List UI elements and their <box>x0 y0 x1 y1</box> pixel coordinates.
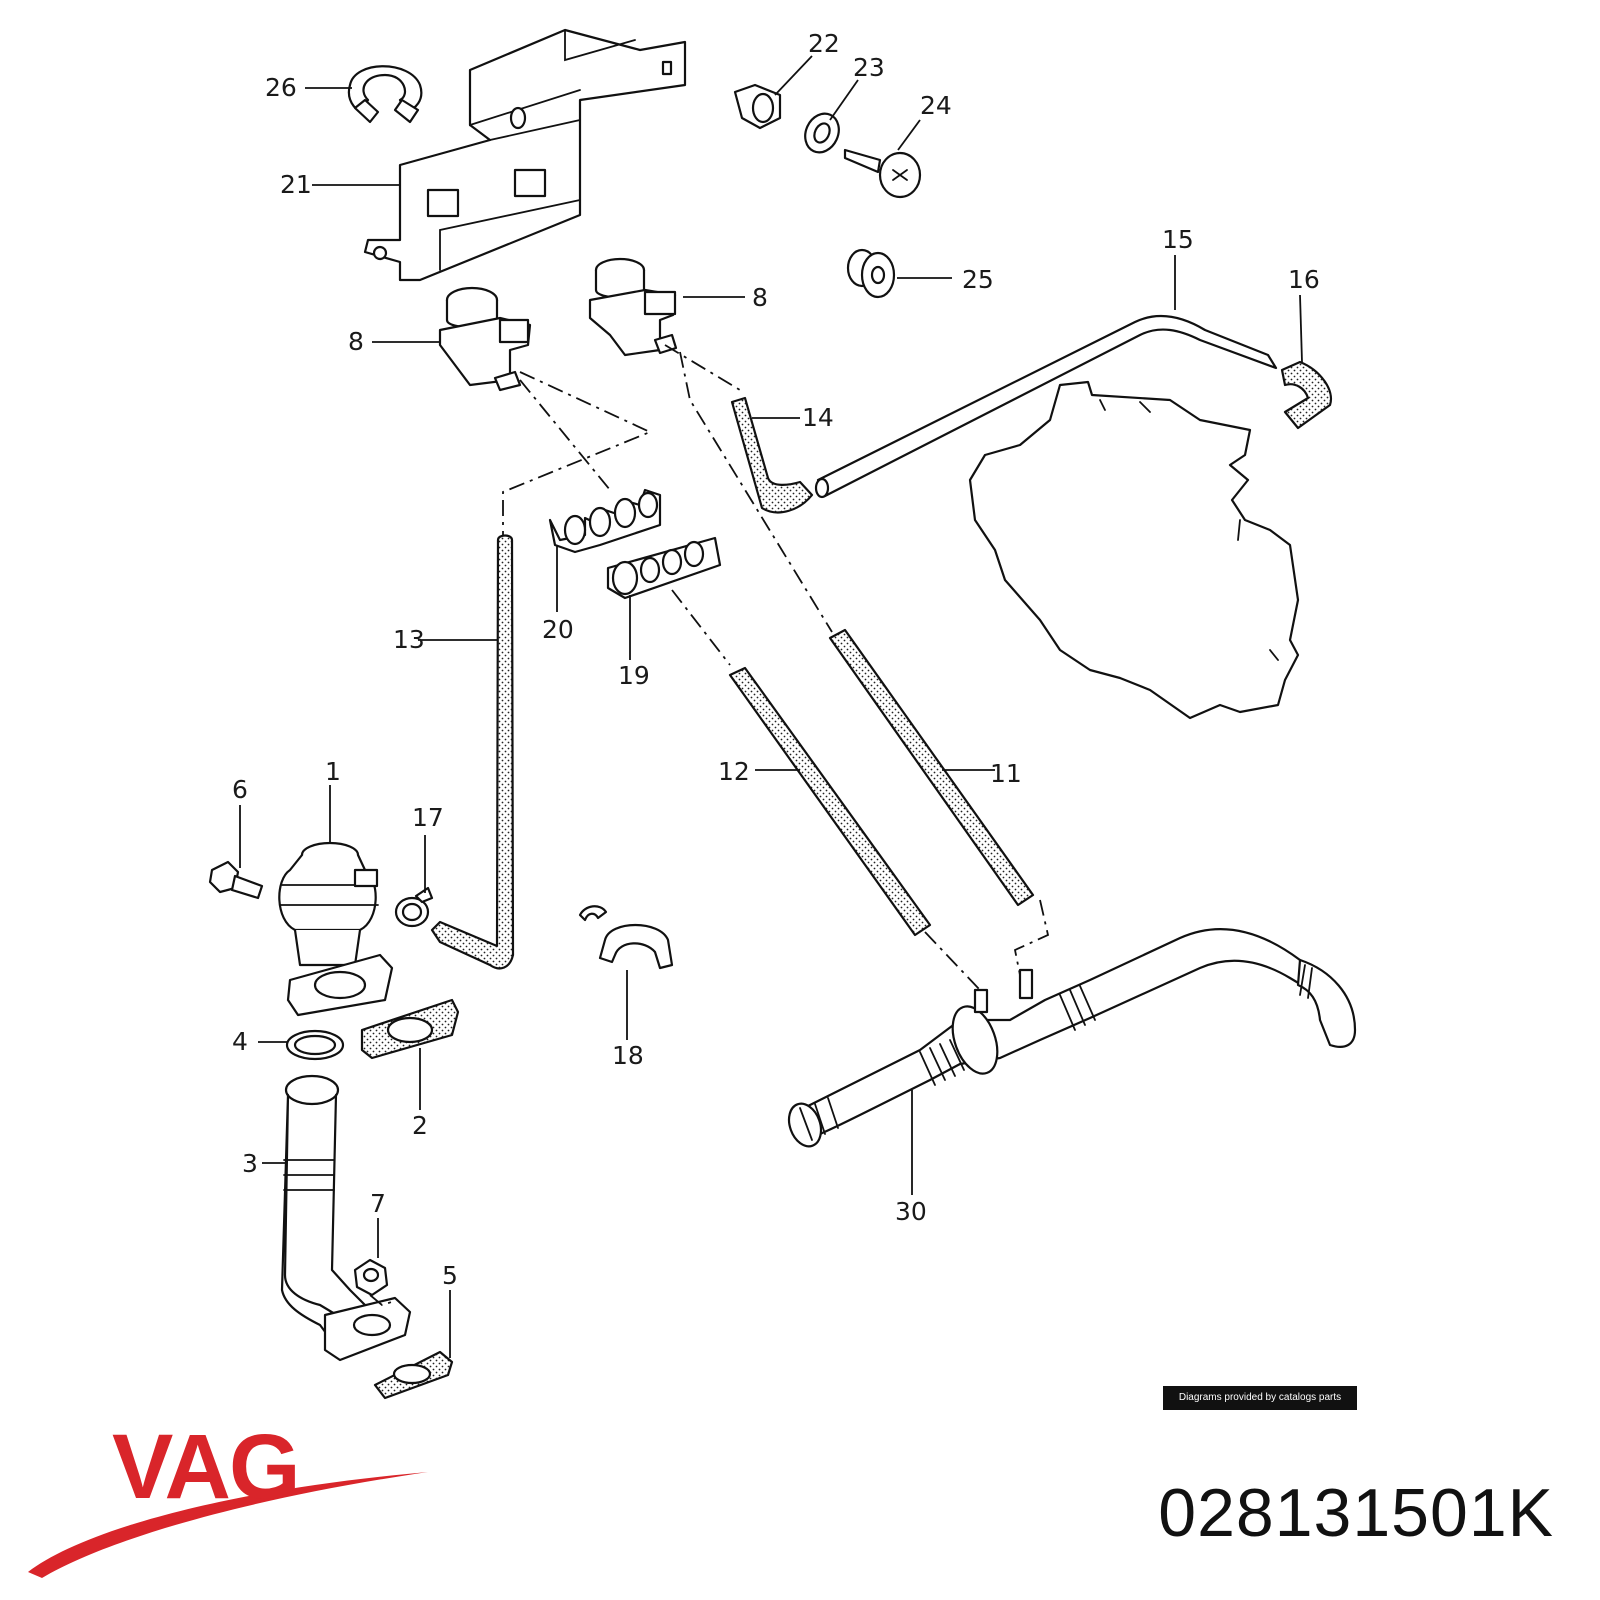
callout-12: 12 <box>718 757 750 786</box>
part-2-gasket <box>360 998 460 1060</box>
callout-11: 11 <box>990 759 1022 788</box>
part-19-hose-clamp <box>606 536 722 600</box>
callout-3: 3 <box>242 1149 258 1178</box>
part-12-hose <box>728 666 932 937</box>
part-24-screw <box>843 148 922 199</box>
part-3-pipe <box>280 1074 412 1362</box>
part-23-washer <box>804 112 840 154</box>
part-21-bracket <box>363 28 687 282</box>
callout-8-left: 8 <box>348 327 364 356</box>
part-5-gasket <box>373 1350 454 1400</box>
leader-lines <box>239 55 1303 1358</box>
part-13-hose <box>430 534 515 970</box>
callout-21: 21 <box>280 170 312 199</box>
part-1-egr-valve <box>278 841 394 1017</box>
part-6-bolt <box>208 860 264 900</box>
part-25-grommet <box>846 248 896 299</box>
callout-24: 24 <box>920 91 952 120</box>
part-17-hose-clamp <box>394 886 434 928</box>
callout-2: 2 <box>412 1111 428 1140</box>
part-8-valve-left <box>438 286 532 392</box>
part-22-grommet <box>733 83 782 130</box>
callout-15: 15 <box>1162 225 1194 254</box>
callout-labels: 26 21 22 23 24 25 15 16 8 8 14 13 20 19 … <box>232 29 1320 1290</box>
callout-20: 20 <box>542 615 574 644</box>
callout-17: 17 <box>412 803 444 832</box>
callout-25: 25 <box>962 265 994 294</box>
callout-7: 7 <box>370 1189 386 1218</box>
engine-outline <box>968 380 1300 720</box>
vag-logo-text: VAG <box>112 1420 299 1518</box>
part-20-hose-clamp <box>548 488 662 554</box>
part-7-nut <box>353 1258 399 1307</box>
assembly-lines <box>502 344 1050 991</box>
callout-22: 22 <box>808 29 840 58</box>
callout-18: 18 <box>612 1041 644 1070</box>
part-15-pipe <box>814 314 1278 499</box>
callout-1: 1 <box>325 757 341 786</box>
part-26-clip <box>347 65 423 124</box>
callout-30: 30 <box>895 1197 927 1226</box>
callout-14: 14 <box>802 403 834 432</box>
callout-4: 4 <box>232 1027 248 1056</box>
callout-19: 19 <box>618 661 650 690</box>
part-11-hose <box>828 628 1035 907</box>
part-8-valve-right <box>588 257 678 357</box>
part-4-clamp <box>285 1029 345 1061</box>
callout-23: 23 <box>853 53 885 82</box>
part-16-elbow-hose <box>1280 360 1333 430</box>
callout-5: 5 <box>442 1261 458 1290</box>
part-number: 028131501K <box>1158 1475 1554 1551</box>
part-14-hose <box>730 396 814 514</box>
callout-16: 16 <box>1288 265 1320 294</box>
vag-logo: VAG <box>28 1420 428 1578</box>
callout-6: 6 <box>232 775 248 804</box>
callout-26: 26 <box>265 73 297 102</box>
callout-8-right: 8 <box>752 283 768 312</box>
provider-badge: Diagrams provided by catalogs parts <box>1163 1386 1357 1410</box>
part-18-clamp <box>578 905 674 970</box>
callout-13: 13 <box>393 625 425 654</box>
part-30-pipe-assembly <box>787 927 1357 1148</box>
